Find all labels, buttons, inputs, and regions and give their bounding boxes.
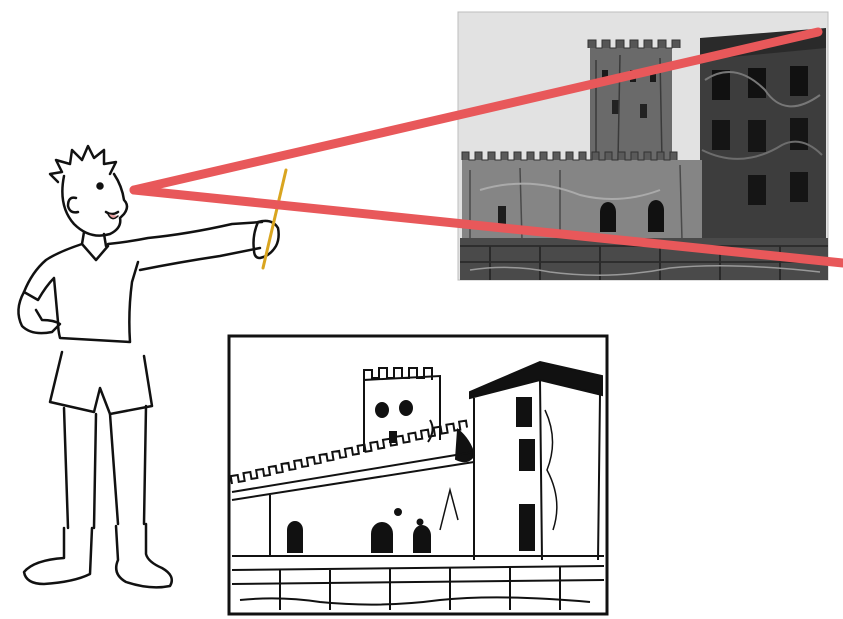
castle-line-drawing bbox=[228, 336, 607, 614]
photo-right-building bbox=[700, 28, 826, 243]
boy-right-boot bbox=[116, 524, 172, 587]
boy-ear bbox=[68, 198, 78, 213]
boy-shirt bbox=[24, 244, 138, 342]
boy-hair bbox=[50, 146, 116, 182]
boy-head bbox=[62, 174, 127, 236]
boy-legs bbox=[64, 406, 146, 528]
boy-arm-extended bbox=[108, 222, 262, 270]
boy-shorts bbox=[50, 352, 152, 414]
pencil bbox=[263, 170, 286, 268]
boy-left-boot bbox=[24, 528, 92, 584]
boy-eye bbox=[98, 184, 103, 189]
photo-tower bbox=[588, 40, 680, 163]
